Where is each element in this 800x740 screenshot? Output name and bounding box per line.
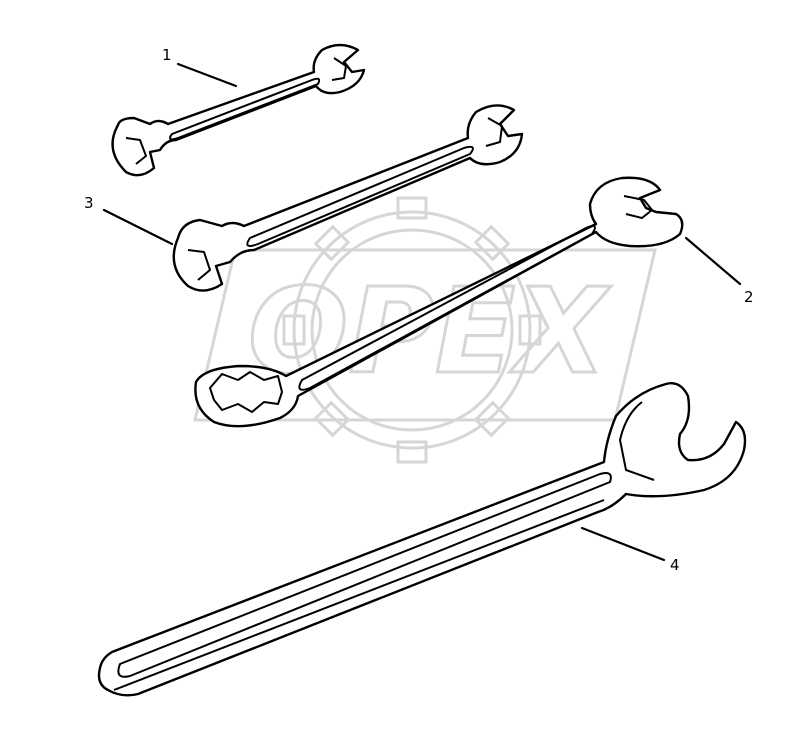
- leader-line-4: [580, 526, 666, 562]
- wrench-1-small-double-open-end: [111, 43, 366, 177]
- wrench-2-combination: [194, 176, 684, 428]
- callout-4: 4: [580, 526, 680, 574]
- leader-line-3: [102, 208, 174, 246]
- leader-line-1: [176, 62, 238, 88]
- callout-2: 2: [684, 236, 754, 306]
- callout-3: 3: [84, 194, 174, 246]
- wrench-4-large-open-end: [97, 382, 747, 697]
- gear-icon: [282, 196, 542, 464]
- leader-line-2: [684, 236, 742, 286]
- callout-label-1: 1: [162, 46, 172, 64]
- callout-label-4: 4: [670, 556, 680, 574]
- callout-1: 1: [162, 46, 238, 88]
- wrench-3-double-open-end: [172, 104, 524, 292]
- callout-label-2: 2: [744, 288, 754, 306]
- callout-label-3: 3: [84, 194, 94, 212]
